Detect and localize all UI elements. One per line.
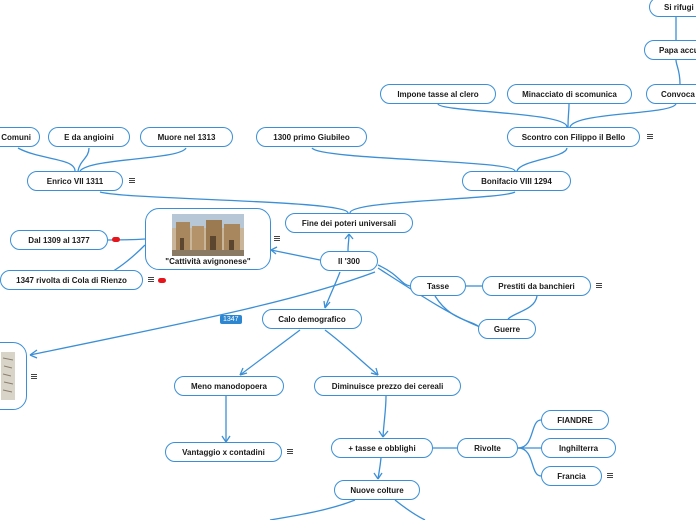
link-rivolte-francia	[517, 447, 542, 477]
node-dal1309[interactable]: Dal 1309 al 1377	[10, 230, 108, 250]
node-1347-image[interactable]	[0, 342, 27, 410]
cattivita-caption: "Cattività avignonese"	[165, 257, 251, 266]
note-icon[interactable]	[287, 449, 293, 455]
link-scontro-impone	[437, 103, 568, 128]
node-cattivita[interactable]: "Cattività avignonese"	[145, 208, 271, 270]
node-vantaggio[interactable]: Vantaggio x contadini	[165, 442, 282, 462]
link-nuove-left	[269, 499, 356, 520]
node-bonifacio[interactable]: Bonifacio VIII 1294	[462, 171, 571, 191]
node-meno[interactable]: Meno manodopoera	[174, 376, 284, 396]
link-cattivita-dal1309	[107, 238, 146, 241]
node-scontro[interactable]: Scontro con Filippo il Bello	[507, 127, 640, 147]
link-center-calo	[324, 271, 341, 309]
link-enrico-angioini	[77, 147, 90, 172]
link-center-1347	[29, 271, 376, 356]
link-center-fine	[347, 233, 350, 252]
link-nuove-right	[394, 499, 426, 520]
node-fine-poteri[interactable]: Fine dei poteri universali	[285, 213, 413, 233]
node-guerre[interactable]: Guerre	[478, 319, 536, 339]
node-center[interactable]: Il '300	[320, 251, 378, 271]
node-francia[interactable]: Francia	[541, 466, 602, 486]
node-rifugi[interactable]: Si rifugi	[649, 0, 696, 17]
node-fiandre[interactable]: FIANDRE	[541, 410, 609, 430]
link-bonifacio-scontro	[516, 147, 568, 172]
node-prestiti[interactable]: Prestiti da banchieri	[482, 276, 591, 296]
link-calo-diminuisce	[324, 329, 379, 376]
arrow-meno-vantaggio	[221, 435, 231, 443]
node-calo[interactable]: Calo demografico	[262, 309, 362, 329]
note-icon[interactable]	[647, 134, 653, 140]
arrow-center-1347	[29, 349, 38, 359]
link-bonifacio-giubileo	[311, 147, 516, 172]
node-minacciato[interactable]: Minacciato di scomunica	[507, 84, 632, 104]
node-diminuisce[interactable]: Diminuisce prezzo dei cereali	[314, 376, 461, 396]
node-tasse[interactable]: Tasse	[410, 276, 466, 296]
node-comuni[interactable]: Comuni	[0, 127, 40, 147]
attachment-badge[interactable]	[158, 278, 166, 283]
link-fine-bonifacio	[349, 191, 516, 214]
node-piu-tasse[interactable]: + tasse e obblighi	[331, 438, 433, 458]
link-scontro-minacciato	[567, 103, 570, 128]
link-scontro-convoca	[569, 103, 677, 128]
link-tasse-guerre	[434, 295, 479, 327]
node-rivolta1347[interactable]: 1347 rivolta di Cola di Rienzo	[0, 270, 143, 290]
arrow-center-fine	[344, 233, 354, 240]
arrow-calo-meno	[239, 367, 248, 376]
year-tag: 1347	[220, 315, 242, 324]
note-icon[interactable]	[31, 374, 37, 380]
link-center-cattivita	[270, 249, 321, 261]
link-tasse-nuove	[377, 457, 382, 480]
note-icon[interactable]	[148, 277, 154, 283]
link-rivolte-fiandre	[517, 419, 542, 449]
node-nuove[interactable]: Nuove colture	[334, 480, 420, 500]
note-icon[interactable]	[607, 473, 613, 479]
link-center-tasse	[377, 264, 411, 287]
plague-image	[1, 352, 15, 400]
arrow-center-calo	[323, 300, 331, 309]
note-icon[interactable]	[596, 283, 602, 289]
node-convoca[interactable]: Convoca	[646, 84, 696, 104]
link-calo-meno	[239, 329, 301, 376]
note-icon[interactable]	[274, 236, 280, 242]
link-fine-enrico	[99, 191, 349, 214]
node-impone[interactable]: Impone tasse al clero	[380, 84, 496, 104]
link-prestiti-guerre	[507, 295, 538, 320]
node-giubileo[interactable]: 1300 primo Giubileo	[256, 127, 367, 147]
node-muore[interactable]: Muore nel 1313	[140, 127, 233, 147]
link-enrico-comuni	[17, 147, 76, 172]
arrow-tasse-nuove	[373, 472, 383, 480]
arrow-center-cattivita	[270, 246, 278, 255]
node-enrico[interactable]: Enrico VII 1311	[27, 171, 123, 191]
arrow-diminuisce-tasse	[378, 430, 389, 438]
palace-image	[172, 214, 244, 256]
node-papa[interactable]: Papa accu	[644, 40, 696, 60]
arrow-calo-diminuisce	[370, 367, 379, 376]
node-inghilterra[interactable]: Inghilterra	[541, 438, 616, 458]
attachment-badge[interactable]	[112, 237, 120, 242]
link-convoca-papa	[675, 59, 681, 85]
node-rivolte[interactable]: Rivolte	[457, 438, 518, 458]
link-diminuisce-tasse	[382, 395, 387, 438]
link-enrico-muore	[79, 147, 187, 172]
note-icon[interactable]	[129, 178, 135, 184]
node-angioini[interactable]: E da angioini	[48, 127, 130, 147]
